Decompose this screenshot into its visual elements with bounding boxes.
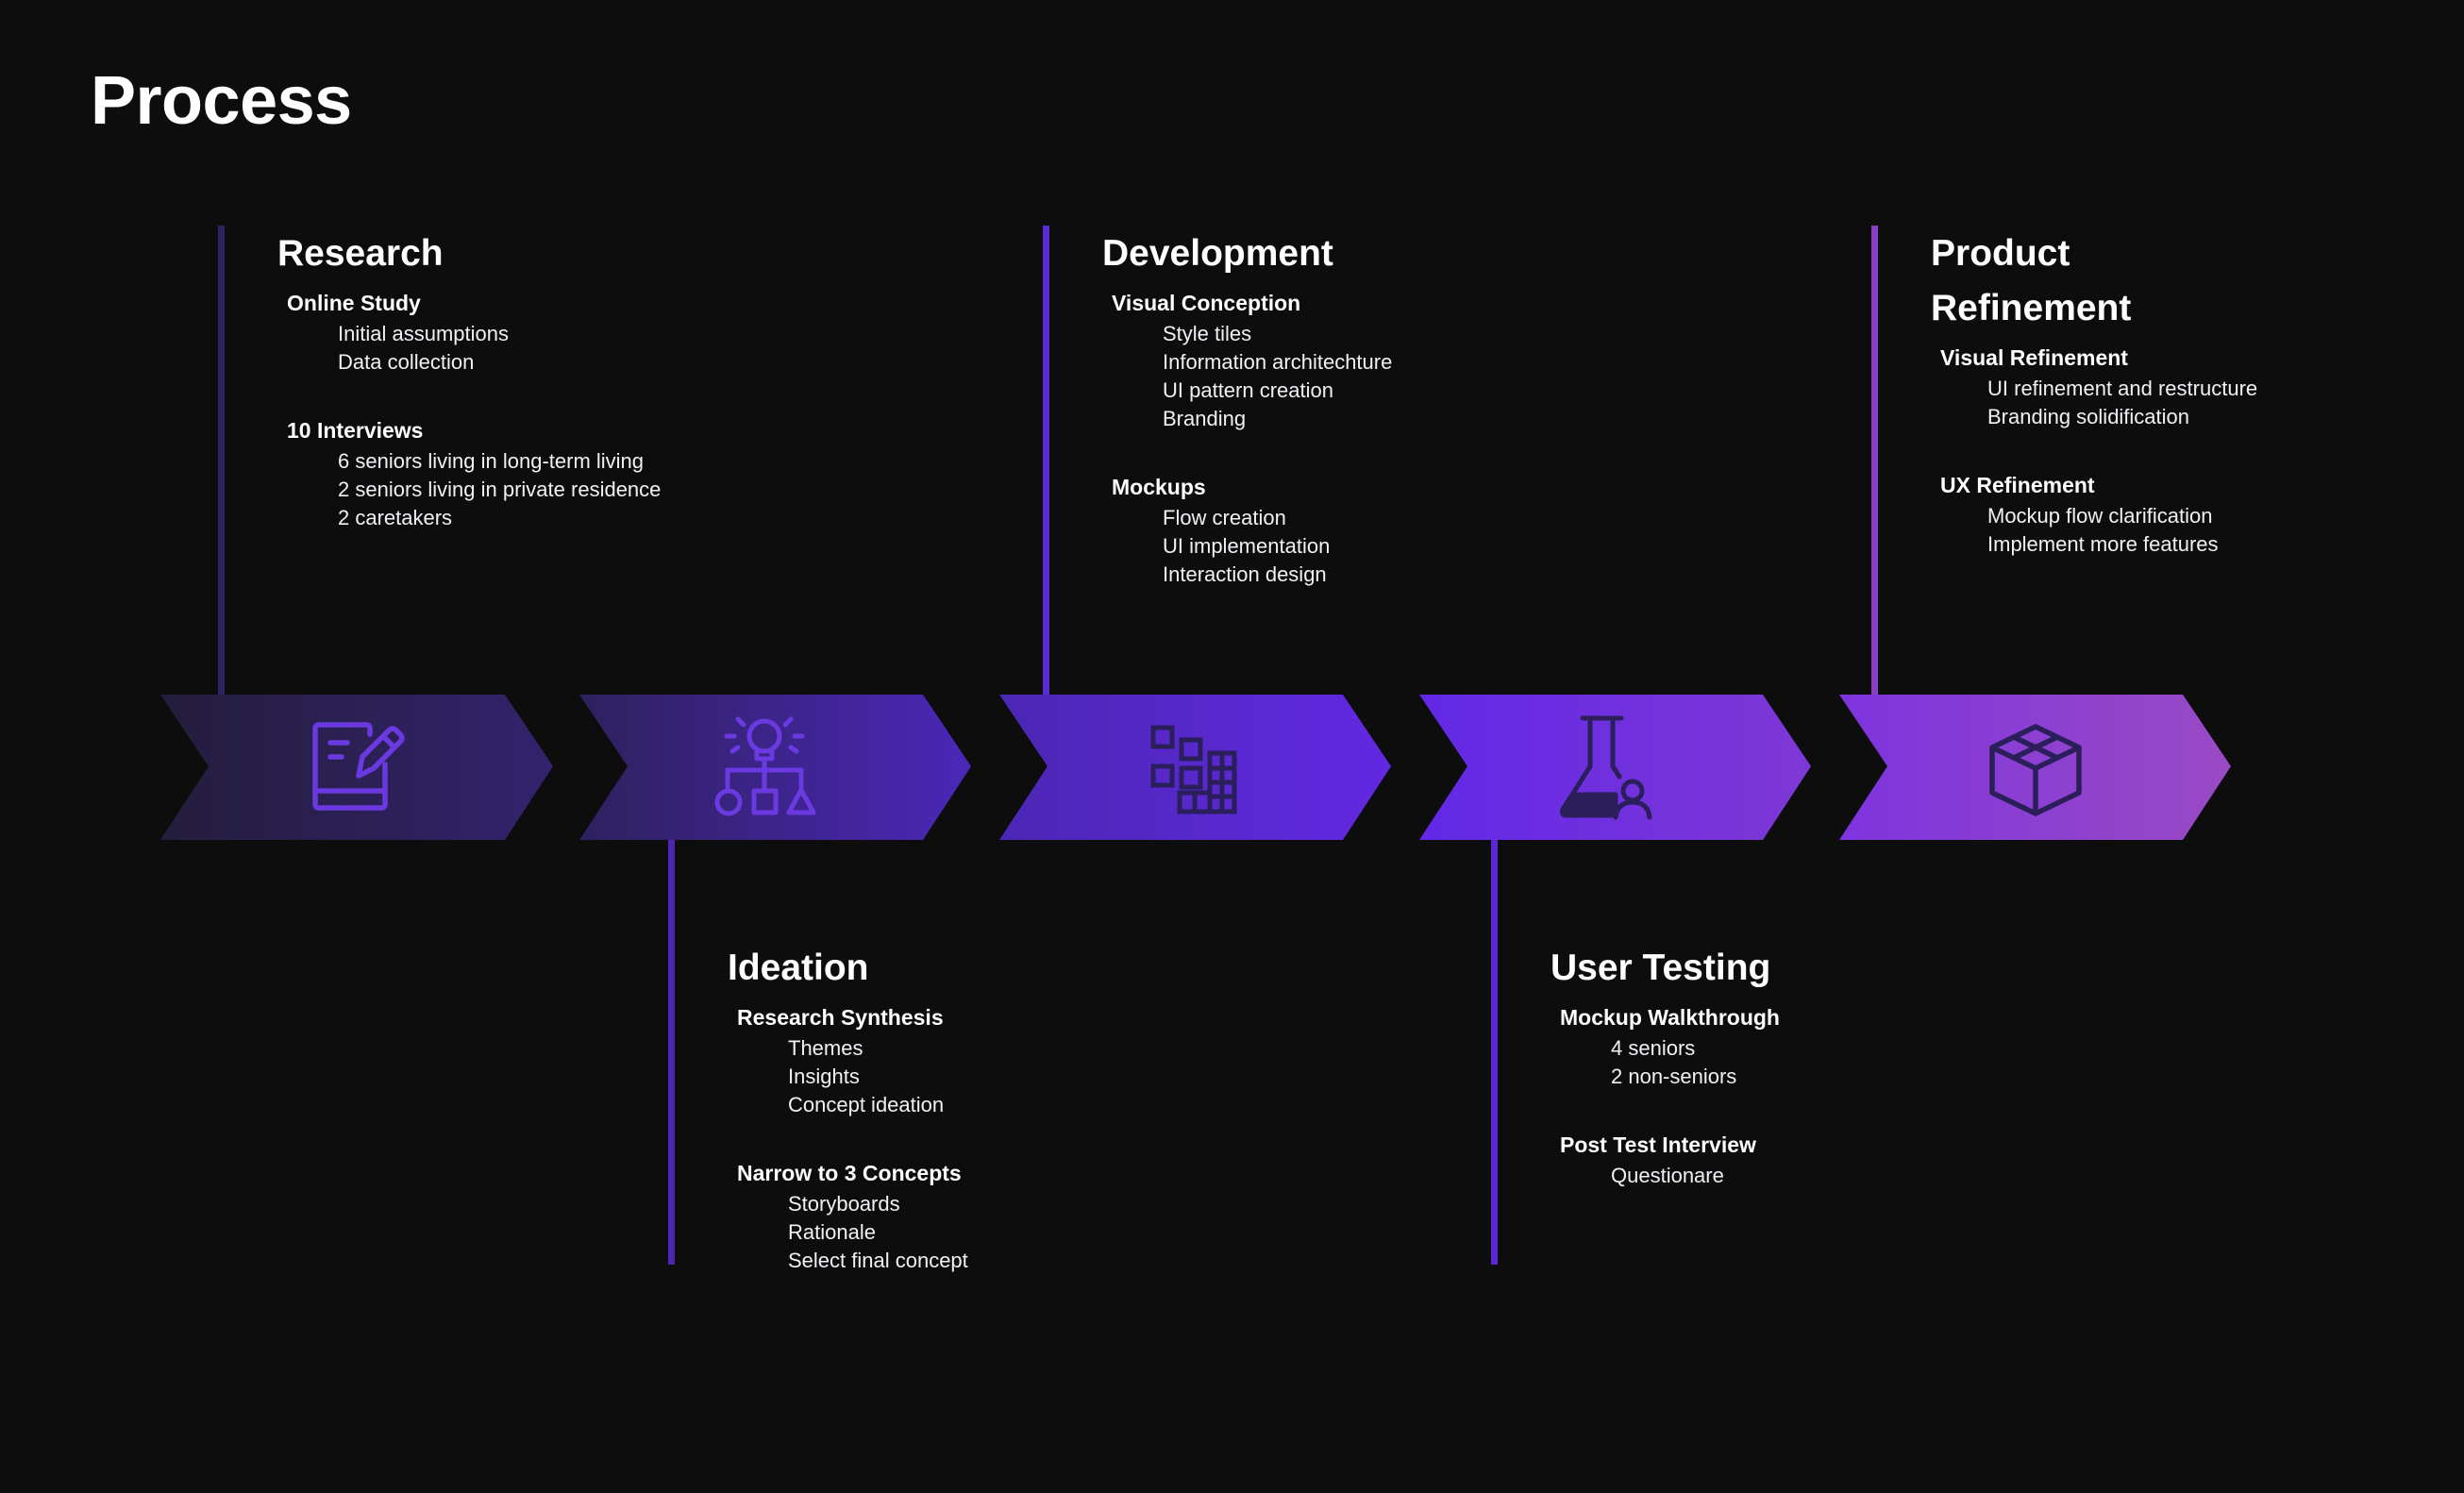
list-item: Rationale	[788, 1220, 876, 1244]
list-item: Data collection	[338, 350, 475, 374]
group-title: Narrow to 3 Concepts	[737, 1161, 962, 1185]
page-title: Process	[91, 63, 352, 139]
group-items: Storyboards Rationale Select final conce…	[737, 1190, 1313, 1275]
list-item: Information architechture	[1163, 350, 1393, 374]
stage-user-testing: User Testing Mockup Walkthrough 4 senior…	[1550, 941, 2136, 1190]
list-item: Flow creation	[1163, 506, 1286, 529]
list-item: UI refinement and restructure	[1987, 377, 2258, 400]
group-items: Themes Insights Concept ideation	[737, 1034, 1313, 1119]
research-connector-line	[218, 226, 225, 696]
stage-group: Mockup Walkthrough 4 seniors 2 non-senio…	[1560, 1001, 2136, 1091]
stage-title: User Testing	[1550, 941, 2136, 996]
list-item: UI implementation	[1163, 534, 1331, 558]
flask-user-icon	[1560, 715, 1652, 820]
list-item: 4 seniors	[1611, 1036, 1696, 1060]
list-item: Select final concept	[788, 1249, 968, 1272]
edit-note-icon	[312, 722, 405, 811]
stage-product-refinement: Product Refinement Visual Refinement UI …	[1931, 226, 2440, 559]
stage-group: Post Test Interview Questionare	[1560, 1129, 2136, 1190]
stage-title-line: User Testing	[1550, 948, 1771, 988]
box-icon	[1989, 724, 2082, 816]
group-items: Flow creation UI implementation Interact…	[1112, 504, 1687, 589]
group-items: Mockup flow clarification Implement more…	[1940, 502, 2440, 559]
stage-title-line: Product	[1931, 233, 2070, 274]
list-item: Storyboards	[788, 1192, 900, 1216]
ideation-connector-line	[668, 838, 675, 1265]
group-items: Questionare	[1560, 1162, 2136, 1190]
stage-title-line: Ideation	[728, 948, 869, 988]
ideation-chevron	[579, 695, 971, 840]
research-chevron	[160, 695, 553, 840]
stage-group: 10 Interviews 6 seniors living in long-t…	[287, 414, 863, 532]
stage-group: Mockups Flow creation UI implementation …	[1112, 471, 1687, 589]
group-title: Research Synthesis	[737, 1005, 944, 1030]
group-title: Visual Conception	[1112, 291, 1301, 315]
list-item: Interaction design	[1163, 562, 1327, 586]
group-title: 10 Interviews	[287, 418, 424, 443]
list-item: 2 caretakers	[338, 506, 453, 529]
stage-development: Development Visual Conception Style tile…	[1102, 226, 1687, 589]
list-item: Implement more features	[1987, 532, 2219, 556]
list-item: Concept ideation	[788, 1093, 945, 1116]
group-title: UX Refinement	[1940, 473, 2095, 497]
list-item: UI pattern creation	[1163, 378, 1333, 402]
stage-group: Narrow to 3 Concepts Storyboards Rationa…	[737, 1157, 1313, 1275]
list-item: Style tiles	[1163, 322, 1252, 345]
list-item: Initial assumptions	[338, 322, 509, 345]
stage-group: UX Refinement Mockup flow clarification …	[1940, 469, 2440, 559]
idea-shapes-icon	[714, 716, 816, 816]
user-testing-connector-line	[1491, 838, 1498, 1265]
stage-title: Development	[1102, 226, 1687, 281]
group-items: 4 seniors 2 non-seniors	[1560, 1034, 2136, 1091]
group-items: UI refinement and restructure Branding s…	[1940, 375, 2440, 431]
group-items: Style tiles Information architechture UI…	[1112, 320, 1687, 433]
refinement-connector-line	[1871, 226, 1878, 696]
stage-group: Research Synthesis Themes Insights Conce…	[737, 1001, 1313, 1119]
list-item: Questionare	[1611, 1164, 1724, 1187]
stage-title-line: Development	[1102, 233, 1333, 274]
stage-title-line: Refinement	[1931, 288, 2132, 328]
list-item: Insights	[788, 1065, 860, 1088]
group-title: Visual Refinement	[1940, 345, 2128, 370]
list-item: 6 seniors living in long-term living	[338, 449, 645, 473]
list-item: Branding solidification	[1987, 405, 2190, 428]
stage-group: Visual Conception Style tiles Informatio…	[1112, 287, 1687, 433]
stage-title: Research	[277, 226, 863, 281]
group-title: Mockup Walkthrough	[1560, 1005, 1780, 1030]
building-blocks-icon	[1150, 725, 1237, 814]
stage-title-line: Research	[277, 233, 444, 274]
group-items: Initial assumptions Data collection	[287, 320, 863, 377]
group-items: 6 seniors living in long-term living 2 s…	[287, 447, 863, 532]
stage-research: Research Online Study Initial assumption…	[277, 226, 863, 532]
stage-group: Visual Refinement UI refinement and rest…	[1940, 342, 2440, 431]
list-item: Branding	[1163, 407, 1247, 430]
group-title: Mockups	[1112, 475, 1206, 499]
list-item: 2 seniors living in private residence	[338, 478, 662, 501]
list-item: 2 non-seniors	[1611, 1065, 1737, 1088]
stage-ideation: Ideation Research Synthesis Themes Insig…	[728, 941, 1313, 1275]
stage-group: Online Study Initial assumptions Data co…	[287, 287, 863, 377]
list-item: Mockup flow clarification	[1987, 504, 2213, 528]
list-item: Themes	[788, 1036, 863, 1060]
group-title: Post Test Interview	[1560, 1132, 1756, 1157]
stage-title: Product Refinement	[1931, 226, 2440, 336]
development-connector-line	[1043, 226, 1049, 696]
stage-title: Ideation	[728, 941, 1313, 996]
group-title: Online Study	[287, 291, 421, 315]
